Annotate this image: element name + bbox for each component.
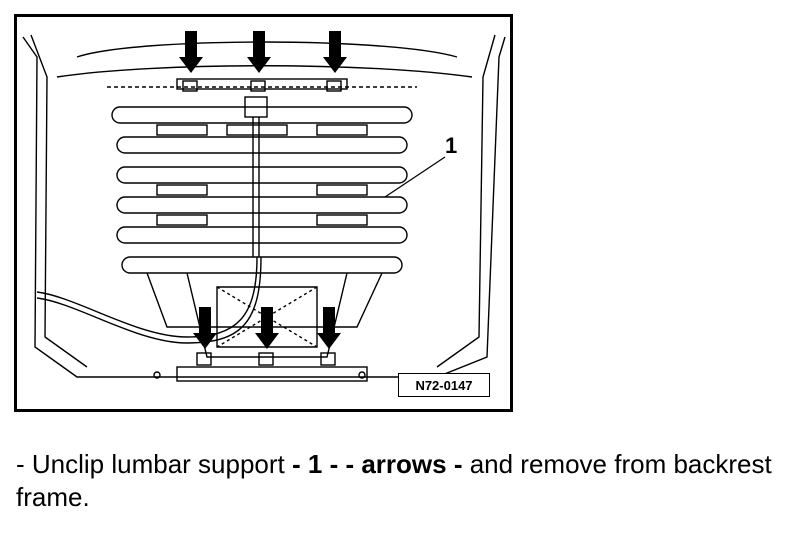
lumbar-support-illustration: N72-0147 [14,14,513,412]
instruction-prefix: - Unclip lumbar support [16,449,292,479]
callout-number: 1 [445,133,458,158]
instruction-reference: - 1 - - arrows - [292,449,463,479]
instruction-text: - Unclip lumbar support - 1 - - arrows -… [16,448,796,514]
seat-backrest-drawing [22,31,506,382]
arrow-down-icon [179,31,347,73]
arrow-down-icon [193,307,341,349]
figure-id-label: N72-0147 [398,373,490,397]
instruction-suffix: and remove from backrest frame. [16,449,772,512]
